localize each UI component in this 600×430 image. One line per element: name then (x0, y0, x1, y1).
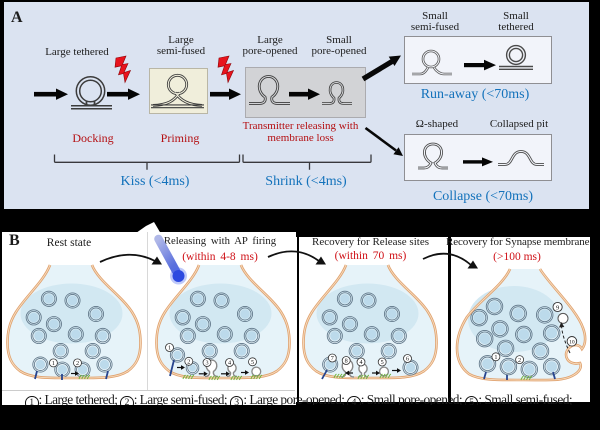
svg-text:1: 1 (52, 360, 55, 367)
svg-text:10: 10 (569, 339, 575, 345)
svg-text:4: 4 (228, 360, 231, 367)
svg-text:4: 4 (359, 359, 362, 366)
svg-text:6: 6 (406, 356, 409, 363)
svg-text:1: 1 (494, 354, 497, 361)
svg-text:5: 5 (251, 359, 254, 366)
svg-text:7: 7 (331, 355, 334, 362)
svg-text:2: 2 (76, 360, 79, 367)
svg-text:5: 5 (381, 359, 384, 366)
svg-text:2: 2 (187, 359, 190, 366)
svg-text:1: 1 (168, 345, 171, 352)
svg-text:9: 9 (556, 304, 560, 311)
svg-text:8: 8 (345, 358, 348, 365)
svg-text:2: 2 (518, 357, 521, 364)
svg-text:3: 3 (205, 360, 208, 367)
